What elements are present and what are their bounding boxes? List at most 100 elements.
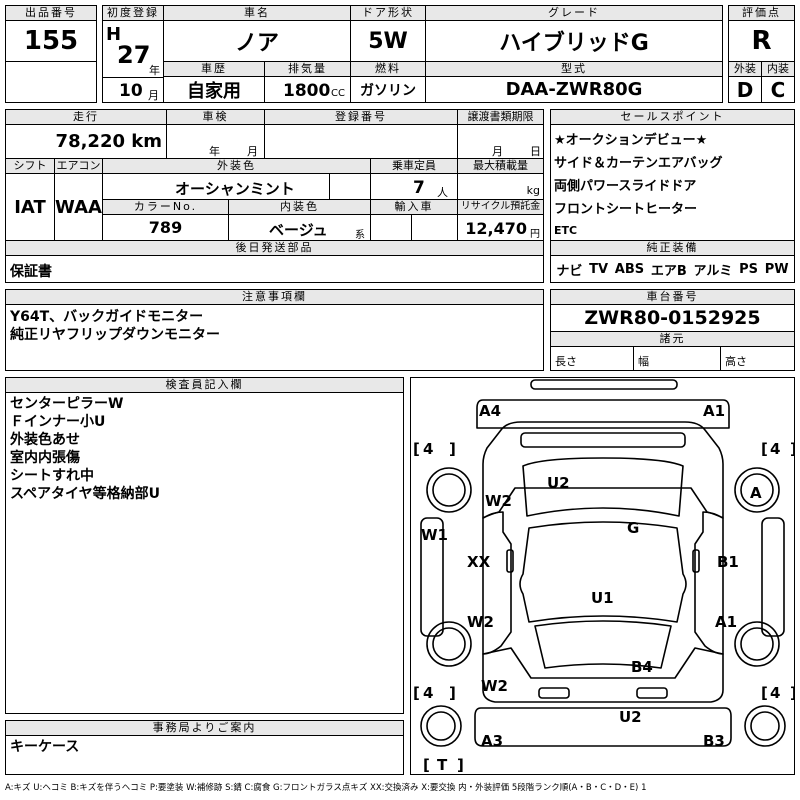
mark-back-door: B4 xyxy=(631,658,653,676)
inspector-line: スペアタイヤ等格納部U xyxy=(10,486,160,502)
recycle-fee-unit: 円 xyxy=(530,229,540,240)
tire-rl-bracket-left: [ xyxy=(413,684,420,702)
mark-rear-left-corner: A3 xyxy=(481,732,503,750)
inspector-notes: センターピラーW Ｆインナー小U 外装色あせ 室内内張傷 シートすれ中 スペアタ… xyxy=(5,392,404,714)
notes-cell: Y64T、バックガイドモニター 純正リヤフリップダウンモニター xyxy=(5,304,544,371)
equipment-alloy: アルミ xyxy=(693,263,733,279)
interior-grade: C xyxy=(761,76,795,103)
spare-left-wheel-inner xyxy=(426,711,456,741)
import-cell-b xyxy=(411,214,458,241)
tire-fl-depth: 4 xyxy=(423,440,433,458)
rear-left-wheel xyxy=(426,621,472,667)
displacement-header: 排気量 xyxy=(264,61,351,77)
inspector-line: 室内内張傷 xyxy=(10,450,80,466)
first-registration-header: 初度登録 xyxy=(102,5,164,21)
sale-points-header: セールスポイント xyxy=(550,109,795,125)
inspection-cell: 年 月 xyxy=(166,124,265,159)
equipment-pw: PW xyxy=(764,261,789,277)
grille-part xyxy=(520,432,686,448)
mileage-cell: 78,220 km xyxy=(5,124,167,159)
door-type-header: ドア形状 xyxy=(350,5,426,21)
model-code: DAA-ZWR80G xyxy=(425,76,723,103)
inspector-line: シートすれ中 xyxy=(10,468,94,484)
mark-left-side: W1 xyxy=(421,526,448,544)
note-line: Y64T、バックガイドモニター xyxy=(10,309,204,325)
year-unit: 年 xyxy=(149,64,160,77)
tire-rl-bracket-right: ] xyxy=(449,684,456,702)
left-mirror xyxy=(506,549,514,573)
later-parts-cell: 保証書 xyxy=(5,255,544,283)
first-registration-year-cell: H 27 年 xyxy=(102,20,164,78)
displacement-cell: 1800 CC xyxy=(264,76,351,103)
recycle-fee-cell: 12,470 円 xyxy=(457,214,544,241)
left-front-door xyxy=(482,511,512,655)
mark-front-right-wheel: A xyxy=(750,484,762,502)
equipment-tv: TV xyxy=(589,261,609,277)
spare-bracket-left: [ xyxy=(423,756,430,774)
capacity-unit: 人 xyxy=(437,186,448,199)
interior-header: 内装 xyxy=(761,61,795,77)
import-cell-a xyxy=(370,214,412,241)
left-side-panel xyxy=(420,517,444,637)
tire-fr-bracket-right: ] xyxy=(790,440,794,458)
max-load-cell: kg xyxy=(457,173,544,200)
inspector-line: Ｆインナー小U xyxy=(10,414,106,430)
fuel: ガソリン xyxy=(350,76,426,103)
recycle-fee-header: リサイクル預託金 xyxy=(457,199,544,215)
tire-fr-bracket-left: [ xyxy=(761,440,768,458)
mark-rear-right-corner: B3 xyxy=(703,732,725,750)
rear-window-outline xyxy=(534,620,672,669)
front-left-wheel-inner xyxy=(432,473,466,507)
grade-header: グレード xyxy=(425,5,723,21)
specs-header: 諸元 xyxy=(550,331,795,347)
spec-height: 高さ xyxy=(725,355,747,368)
mark-roof: U1 xyxy=(591,589,614,607)
first-registration-month-cell: 10 月 xyxy=(102,77,164,103)
interior-color: ベージュ xyxy=(269,221,328,239)
registration-number-cell xyxy=(264,124,458,159)
note-line: 純正リヤフリップダウンモニター xyxy=(10,327,220,343)
mark-rear-bumper: U2 xyxy=(619,708,642,726)
mark-left-rear-door: W2 xyxy=(467,613,494,631)
right-side-panel xyxy=(761,517,785,637)
tire-rr-bracket-left: [ xyxy=(761,684,768,702)
inspector-line: 外装色あせ xyxy=(10,432,80,448)
max-load-header: 最大積載量 xyxy=(457,158,544,174)
mark-right-front-door: B1 xyxy=(717,553,739,571)
later-parts: 保証書 xyxy=(10,264,52,280)
inspection-header: 車検 xyxy=(166,109,265,125)
front-right-wheel xyxy=(734,467,780,513)
front-left-wheel xyxy=(426,467,472,513)
tire-fr-depth: 4 xyxy=(770,440,780,458)
car-diagram-svg: [ ] [ ] [ ] [ ] [ ] 4 4 4 4 T A4 A1 U2 A… xyxy=(413,379,794,774)
tire-rr-depth: 4 xyxy=(770,684,780,702)
model-header: 型式 xyxy=(425,61,723,77)
rear-bumper-outline xyxy=(474,707,732,747)
genuine-equipment-list: ナビ TV ABS エアB アルミ PS PW xyxy=(550,255,795,283)
front-bumper-part xyxy=(530,379,678,390)
fuel-header: 燃料 xyxy=(350,61,426,77)
cc-unit: CC xyxy=(331,88,345,99)
month-unit: 月 xyxy=(148,89,159,102)
exterior-color-header: 外装色 xyxy=(102,158,371,174)
exterior-color: オーシャンミント xyxy=(175,180,295,198)
exterior-color-cell: オーシャンミント xyxy=(102,173,330,200)
spec-width-cell: 幅 xyxy=(633,346,721,371)
sale-point-item: ETC xyxy=(554,224,578,237)
spec-length-cell: 長さ xyxy=(550,346,634,371)
front-right-wheel-inner xyxy=(740,473,774,507)
tire-rr-bracket-right: ] xyxy=(790,684,794,702)
right-mirror xyxy=(692,549,700,573)
tire-fl-bracket-left: [ xyxy=(413,440,420,458)
door-type: 5W xyxy=(350,20,426,62)
sale-point-item: 両側パワースライドドア xyxy=(554,179,697,194)
import-header: 輸入車 xyxy=(370,199,458,215)
lot-number-cell: 155 xyxy=(5,20,97,62)
damage-diagram: [ ] [ ] [ ] [ ] [ ] 4 4 4 4 T A4 A1 U2 A… xyxy=(410,377,795,775)
tire-fl-bracket-right: ] xyxy=(449,440,456,458)
spec-height-cell: 高さ xyxy=(720,346,795,371)
inspection-year-unit: 年 xyxy=(209,145,220,158)
front-bumper-outline xyxy=(476,399,730,429)
spec-length: 長さ xyxy=(555,355,577,368)
equipment-abs: ABS xyxy=(614,261,645,277)
